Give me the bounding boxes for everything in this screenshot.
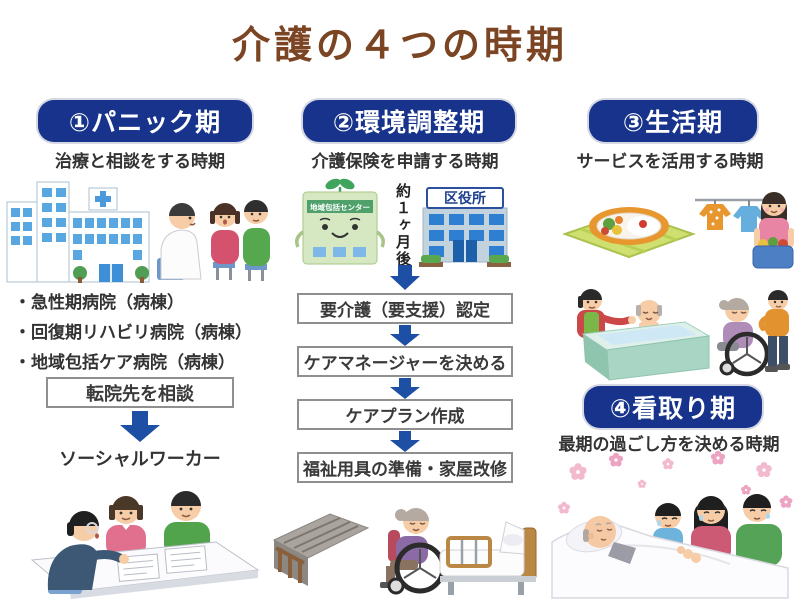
- laundry-helper-figure: [695, 192, 794, 269]
- bathtub-icon: [581, 321, 711, 381]
- community-care-center-building-icon: 地域包括センター: [295, 178, 385, 265]
- documents-icon: [116, 545, 208, 582]
- social-worker-figure: [47, 511, 129, 594]
- phase1-bullet-2: ・回復期リハビリ病院（病棟）: [14, 323, 252, 342]
- phase2-step-box-4: 福祉用具の準備・家屋改修: [297, 452, 513, 483]
- hospital-building-icon: [6, 181, 150, 283]
- phase3-subtitle: サービスを活用する時期: [576, 152, 764, 171]
- wheelchair-bed-illustration: [272, 508, 537, 595]
- phase1-bullet-3: ・地域包括ケア病院（病棟）: [14, 353, 235, 372]
- bento-meal-icon: [561, 207, 697, 259]
- phase2-header-pill: ②環境調整期: [303, 100, 515, 142]
- doctor-figure: [157, 203, 202, 280]
- phase2-top-arrow-icon: [390, 265, 420, 290]
- phase1-consult-box: 転院先を相談: [46, 377, 234, 408]
- client-woman-figure: [106, 496, 146, 557]
- phase4-header-pill: ④看取り期: [584, 386, 762, 428]
- phase2-step-box-1: 要介護（要支援）認定: [297, 293, 513, 324]
- phase1-header-pill: ①パニック期: [38, 100, 252, 142]
- phase2-step-arrow-icon: [390, 431, 420, 452]
- hospital-consultation-illustration: [6, 181, 270, 283]
- desk-edge: [70, 570, 258, 599]
- phase1-subtitle: 治療と相談をする時期: [55, 152, 225, 171]
- family-woman-figure: [210, 203, 240, 280]
- phase1-worker-label: ソーシャルワーカー: [59, 449, 221, 469]
- deathbed-family-illustration: [551, 450, 793, 599]
- ward-office-building-icon: 区役所: [419, 187, 511, 267]
- nursing-bed-icon: [439, 521, 537, 595]
- family-man-figure: [243, 200, 270, 281]
- elderly-woman-wheelchair-figure: [380, 508, 446, 595]
- phase2-step-box-3: ケアプラン作成: [297, 399, 513, 430]
- phase2-step-arrow-icon: [390, 325, 420, 346]
- wheelchair-pair-figure: [717, 290, 790, 377]
- phase1-bullet-1: ・急性期病院（病棟）: [14, 293, 184, 312]
- elderly-man-deathbed-figure: [565, 516, 701, 564]
- svg-text:区役所: 区役所: [444, 190, 486, 206]
- phase2-step-box-2: ケアマネージャーを決める: [297, 346, 513, 377]
- phase2-subtitle: 介護保険を申請する時期: [311, 152, 499, 171]
- bathing-wheelchair-care-illustration: [577, 289, 790, 381]
- phase2-wait-note: 約１ヶ月後: [394, 183, 411, 268]
- social-worker-consultation-illustration: [30, 491, 260, 599]
- phase4-subtitle: 最期の過ごし方を決める時期: [558, 435, 780, 454]
- phase2-step-arrow-icon: [390, 378, 420, 399]
- phase3-header-pill: ③生活期: [589, 100, 757, 142]
- phase1-down-arrow-icon: [120, 411, 160, 442]
- svg-text:地域包括センター: 地域包括センター: [310, 202, 370, 212]
- page-title: 介護の４つの時期: [231, 25, 568, 67]
- meal-and-housework-illustration: [561, 192, 794, 269]
- bath-caregiver-figure: [577, 289, 636, 338]
- grieving-man-figure: [736, 494, 782, 566]
- application-buildings-illustration: 地域包括センター 区役所: [295, 178, 511, 267]
- home-ramp-icon: [272, 513, 370, 586]
